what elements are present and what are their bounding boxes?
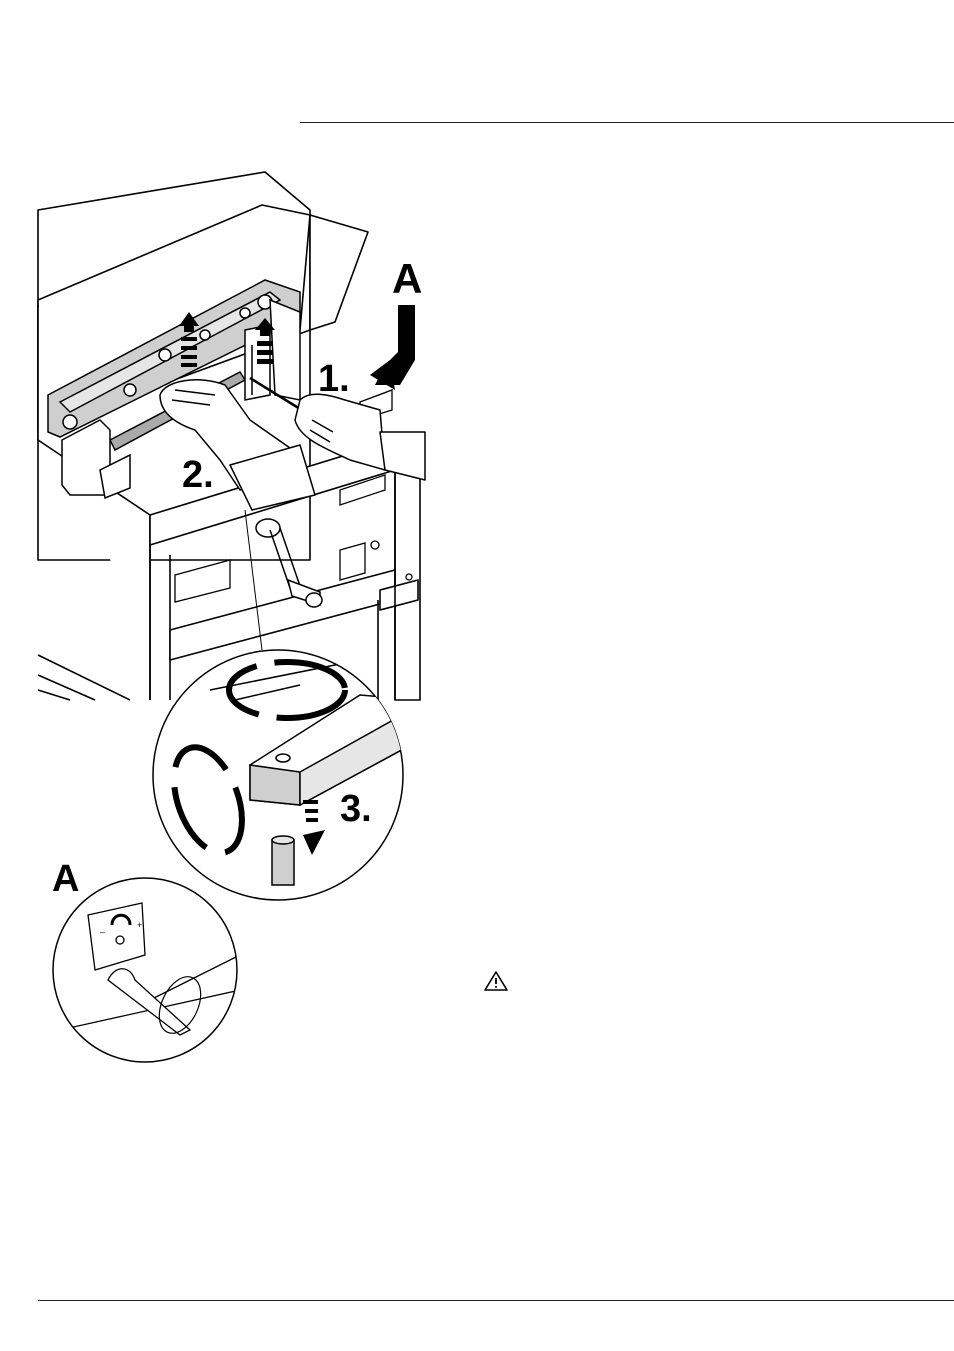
callout-step-1: 1.	[318, 360, 350, 398]
svg-text:+: +	[137, 920, 142, 930]
callout-step-2: 2.	[182, 456, 214, 494]
detail-circle-a: – +	[53, 878, 240, 1062]
svg-text:–: –	[100, 927, 105, 937]
arrow-icon	[370, 305, 415, 390]
callout-step-3: 3.	[340, 790, 372, 828]
warning-triangle-icon	[483, 970, 509, 992]
detail-circle-3	[153, 650, 420, 900]
callout-view-a-bottom: A	[52, 860, 79, 898]
callout-view-a-top: A	[392, 258, 422, 300]
